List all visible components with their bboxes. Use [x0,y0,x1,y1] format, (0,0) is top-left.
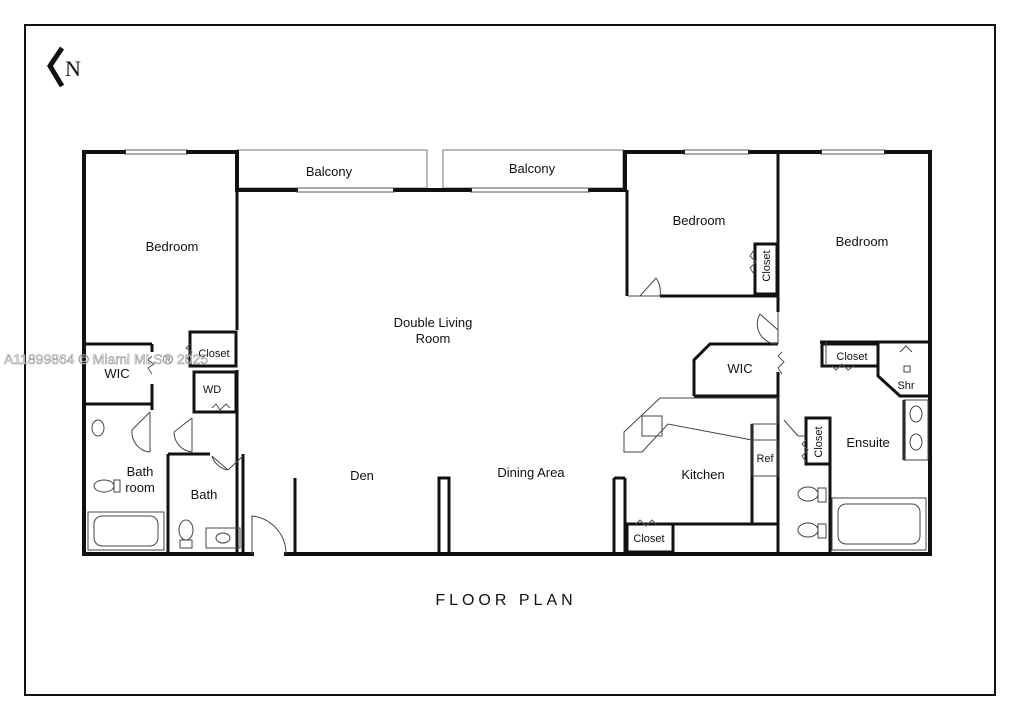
bedroom-center-label: Bedroom [673,213,726,228]
closet-ensuite-top-label: Closet [836,351,867,363]
kitchen-label: Kitchen [681,467,724,482]
closet-bedroom-center-label: Closet [761,250,773,281]
living-room-label-line1: Double Living [394,315,473,330]
mls-watermark: A11899864 © Miami MLS® 2025 [4,351,208,367]
closet-ensuite-side-label: Closet [813,426,825,457]
fixtures [87,249,929,555]
dining-area-label: Dining Area [497,465,565,480]
balconies [236,149,624,189]
closet-kitchen-label: Closet [633,533,664,545]
shower-label: Shr [897,380,914,392]
wd-label: WD [203,384,221,396]
north-arrow-icon: N [47,46,81,88]
bath-label: Bath [191,487,218,502]
floor-plan-title: FLOOR PLAN [435,592,576,609]
balcony-right-label: Balcony [509,161,556,176]
ref-label: Ref [756,453,774,465]
bedroom-left-label: Bedroom [146,239,199,254]
windows [124,149,886,193]
page-frame [24,24,996,696]
wic-right-label: WIC [727,361,752,376]
bedroom-right-label: Bedroom [836,234,889,249]
balcony-left-label: Balcony [306,164,353,179]
wic-left-label: WIC [104,366,129,381]
bathroom-label-line1: Bath [127,464,154,479]
living-room-label-line2: Room [416,331,451,346]
closet-left-label: Closet [198,348,229,360]
den-label: Den [350,468,374,483]
ensuite-label: Ensuite [846,435,889,450]
bathroom-label-line2: room [125,480,155,495]
room-labels: Balcony Balcony Bedroom Bedroom Bedroom … [104,161,915,545]
compass-letter: N [65,56,81,81]
